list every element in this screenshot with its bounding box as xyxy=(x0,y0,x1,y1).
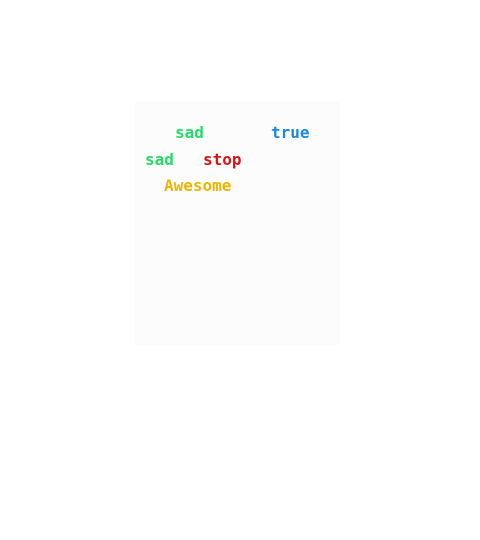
word-sad-2: sad xyxy=(145,150,174,169)
word-stop: stop xyxy=(203,150,242,169)
word-true: true xyxy=(271,123,310,142)
word-awesome: Awesome xyxy=(164,176,232,195)
word-sad-1: sad xyxy=(175,123,204,142)
word-panel xyxy=(135,102,340,345)
